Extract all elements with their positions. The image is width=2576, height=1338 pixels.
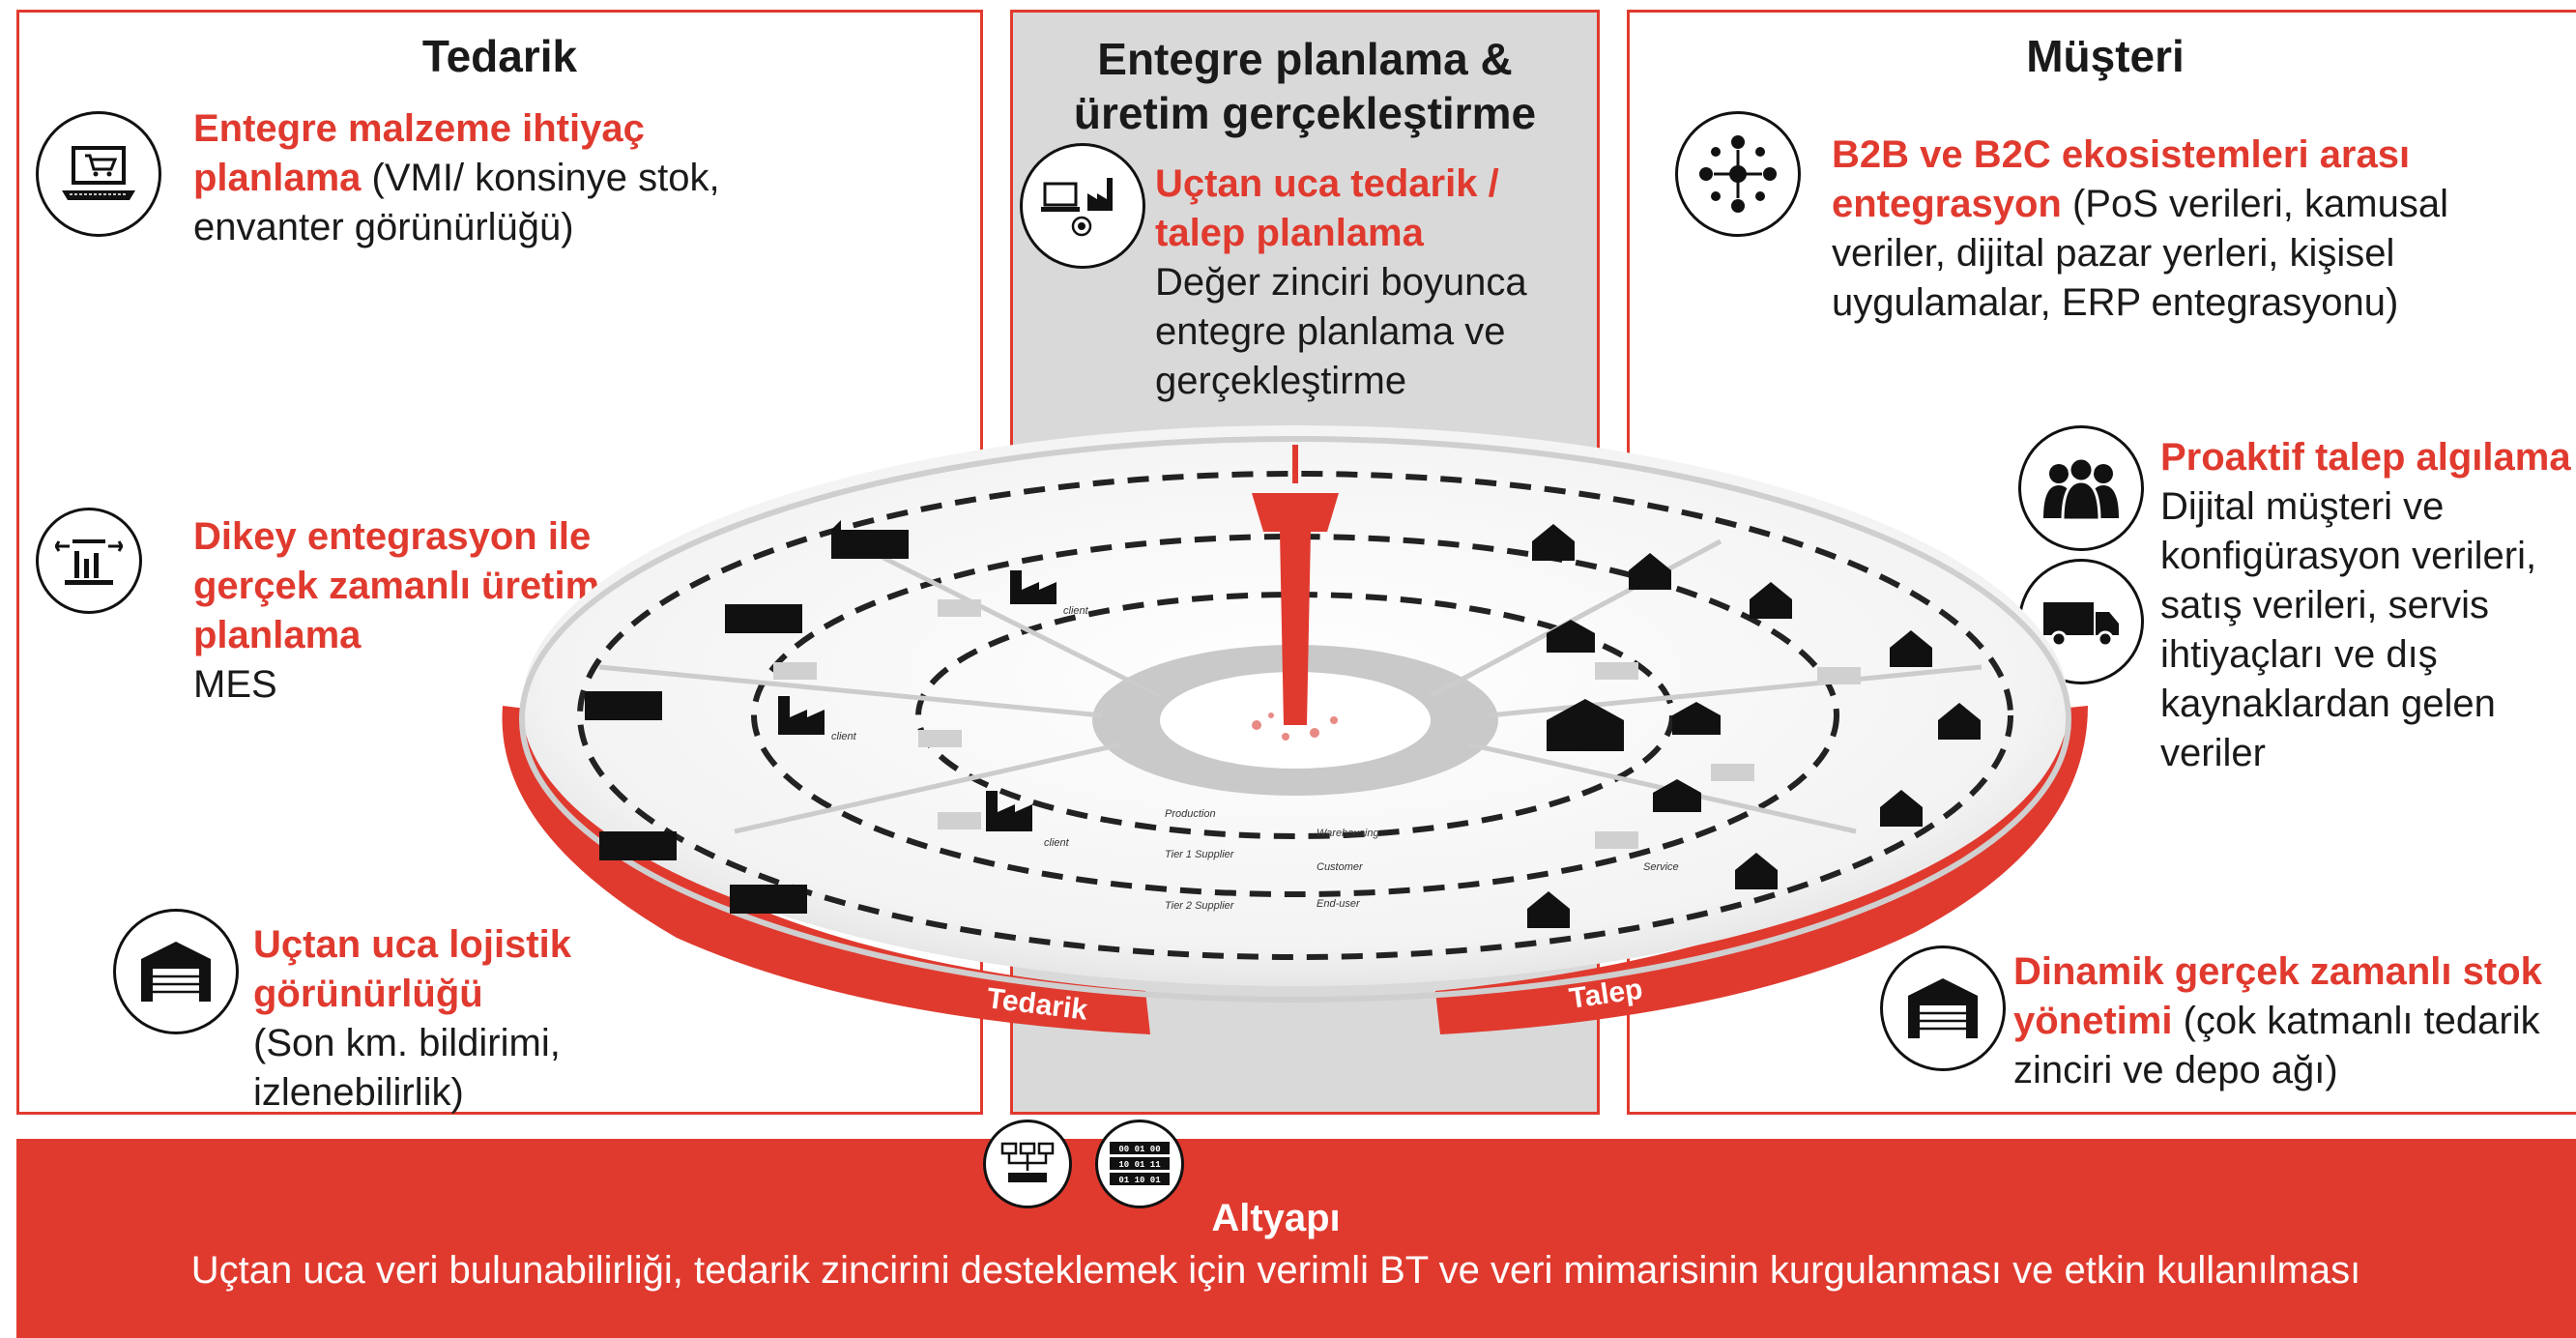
disc-label-service: Service [1643, 861, 1679, 873]
factory-icon [599, 831, 677, 860]
warehouse-icon [1880, 945, 2006, 1071]
customer-item-stock-text: (çok katmanlı tedarik zinciri ve depo ağ… [2013, 1000, 2540, 1091]
disc-label-client: client [831, 731, 857, 742]
binary-row: 01 10 01 [1118, 1176, 1161, 1185]
factory-icon [730, 885, 807, 914]
warehouse-small-icon [1547, 699, 1624, 751]
supply-item-mes-text: MES [193, 663, 277, 706]
supply-item-logistics-highlight: Uçtan uca lojistik görünürlüğü [253, 923, 571, 1015]
customer-item-stock: Dinamik gerçek zamanlı stok yönetimi (ço… [2013, 947, 2574, 1095]
infrastructure-description: Uçtan uca veri bulunabilirliği, tedarik … [190, 1249, 2361, 1292]
supply-item-mes-highlight: Dikey entegrasyon ile gerçek zamanlı üre… [193, 515, 600, 656]
supply-band [502, 706, 1150, 1034]
laptop-cart-icon [36, 111, 161, 237]
planning-item: Uçtan uca tedarik / talep planlama Değer… [1155, 160, 1571, 406]
house-icon [1880, 790, 1923, 827]
factory-icon [725, 604, 802, 633]
warehouse-small-icon [1672, 702, 1721, 735]
house-icon [1629, 553, 1671, 590]
disc-label-enduser: End-user [1317, 898, 1361, 910]
supply-item-logistics-text: (Son km. bildirimi, izlenebilirlik) [253, 1022, 561, 1114]
house-icon [1890, 630, 1932, 667]
binary-data-icon: 00 01 00 10 01 11 01 10 01 [1095, 1120, 1184, 1208]
disc-label-client: client [1063, 605, 1089, 617]
house-icon [1532, 524, 1575, 561]
binary-row: 00 01 00 [1118, 1145, 1160, 1154]
factory-icon [1010, 570, 1056, 604]
infrastructure-bar [16, 1139, 2576, 1338]
customer-item-b2b-highlight: B2B ve B2C ekosistemleri arası entegrasy… [1832, 133, 2411, 225]
house-icon [1527, 891, 1570, 928]
supply-item-mrp: Entegre malzeme ihtiyaç planlama (VMI/ k… [193, 104, 822, 252]
supply-item-mes: Dikey entegrasyon ile gerçek zamanlı üre… [193, 512, 657, 710]
warehouse-icon [113, 909, 239, 1034]
disc-label-tier2: Tier 2 Supplier [1165, 900, 1235, 912]
planning-factory-icon [1020, 143, 1145, 269]
planning-item-text: Değer zinciri boyunca entegre planlama v… [1155, 261, 1527, 402]
factory-icon [986, 791, 1032, 831]
network-icon [983, 1120, 1072, 1208]
supply-panel-title: Tedarik [421, 31, 578, 81]
customer-item-b2b-text: (PoS verileri, kamusal veriler, dijital … [1832, 183, 2448, 324]
ecosystem-network-icon [1675, 111, 1801, 237]
disc-label-tier1: Tier 1 Supplier [1165, 849, 1235, 860]
house-icon [1735, 853, 1778, 889]
house-icon [1938, 703, 1981, 740]
demand-band [1435, 706, 2088, 1034]
people-group-icon [2018, 425, 2144, 551]
control-tower [1252, 445, 1339, 725]
disc-label-client: client [1044, 837, 1070, 849]
supply-item-logistics: Uçtan uca lojistik görünürlüğü (Son km. … [253, 920, 659, 1118]
house-icon [1750, 582, 1792, 619]
disc-edge [519, 436, 2071, 1003]
middle-ring [751, 534, 1839, 897]
customer-item-demand-highlight: Proaktif talep algılama [2160, 436, 2571, 479]
disc-label-warehousing: Warehousing [1317, 828, 1379, 839]
warehouse-small-icon [1547, 620, 1595, 653]
customer-panel-title: Müşteri [2026, 31, 2185, 81]
binary-row: 10 01 11 [1118, 1160, 1161, 1170]
planning-item-highlight: Uçtan uca tedarik / talep planlama [1155, 162, 1499, 254]
supply-item-mrp-text: (VMI/ konsinye stok, envanter görünürlüğ… [193, 157, 720, 248]
warehouse-small-icon [1653, 779, 1701, 812]
planning-panel-title: Entegre planlama & üretim gerçekleştirme [1073, 34, 1537, 138]
customer-item-stock-highlight: Dinamik gerçek zamanlı stok yönetimi [2013, 950, 2542, 1042]
disc-label-customer: Customer [1317, 861, 1364, 873]
factory-icon [778, 696, 825, 735]
outer-ring [577, 471, 2013, 960]
infrastructure-title: Altyapı [1211, 1197, 1341, 1239]
customer-item-demand-text: Dijital müşteri ve konfigürasyon veriler… [2160, 485, 2537, 774]
factory-icon [585, 691, 662, 720]
supply-item-mrp-highlight: Entegre malzeme ihtiyaç planlama [193, 107, 645, 199]
production-line-icon [36, 508, 142, 614]
disc-label-production: Production [1165, 808, 1216, 820]
supply-chain-disc-diagram: client client client Production Tier 1 S… [502, 425, 2088, 1034]
customer-item-demand: Proaktif talep algılama Dijital müşteri … [2160, 433, 2576, 778]
customer-item-b2b: B2B ve B2C ekosistemleri arası entegrasy… [1832, 131, 2547, 328]
factory-icon [831, 520, 909, 559]
